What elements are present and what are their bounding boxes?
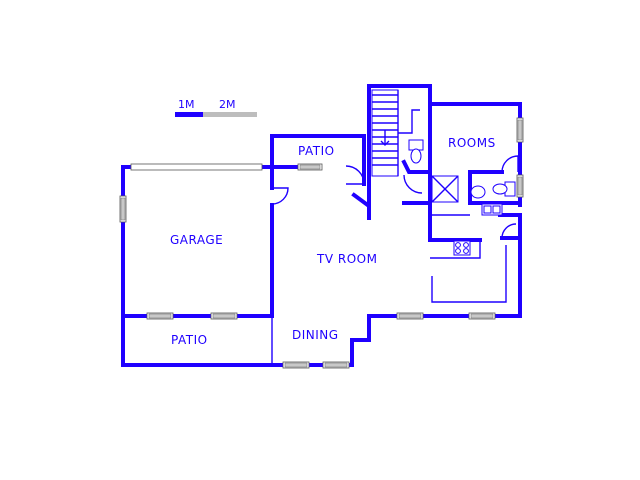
doors <box>271 155 519 239</box>
kitchen-sink-icon <box>481 203 503 216</box>
kitchen-counter <box>430 240 481 259</box>
room-label-garage: GARAGE <box>170 233 223 247</box>
bath-inner-walls <box>468 170 522 205</box>
interior-lines <box>271 214 507 365</box>
kitchen-east-wall <box>498 213 522 240</box>
rooms-door-swing <box>501 155 519 173</box>
fixtures <box>408 139 516 259</box>
garage-door-window <box>130 163 263 171</box>
patio-door-swing <box>345 165 365 185</box>
exterior-walls <box>121 84 522 367</box>
garage-north-wall-east <box>260 165 274 190</box>
windows <box>119 117 524 369</box>
scale-label-2m: 2M <box>219 98 236 111</box>
staircase <box>371 89 420 177</box>
scale-segment-1m <box>175 112 203 117</box>
room-label-dining: DINING <box>292 328 339 342</box>
bath-door-swing <box>403 174 423 194</box>
scale-label-1m: 1M <box>178 98 195 111</box>
scale-segment-2m <box>203 112 257 117</box>
room-label-tv-room: TV ROOM <box>316 252 377 266</box>
toilet-2-bowl-icon <box>492 183 508 195</box>
kitchen-door-swing <box>501 223 517 239</box>
room-label-rooms: ROOMS <box>448 136 496 150</box>
stair-walls <box>367 84 432 207</box>
room-labels: GARAGE PATIO PATIO TV ROOM DINING ROOMS <box>170 136 496 347</box>
kitchen-west-wall <box>428 170 482 242</box>
scale-bar: 1M 2M <box>175 98 257 117</box>
garage-west-wall <box>121 165 133 367</box>
basin-icon <box>470 185 486 199</box>
room-label-patio-bottom: PATIO <box>171 333 208 347</box>
stair-angled-wall <box>351 192 371 220</box>
room-label-patio-top: PATIO <box>298 144 335 158</box>
patio-top-walls <box>270 134 366 186</box>
dining-south-wall <box>270 236 522 367</box>
kitchen-counter-outline <box>431 245 507 303</box>
garage-door-swing <box>271 187 289 205</box>
rooms-walls <box>428 102 522 207</box>
toilet-bowl-icon <box>410 148 422 164</box>
bath-partition <box>401 159 432 174</box>
